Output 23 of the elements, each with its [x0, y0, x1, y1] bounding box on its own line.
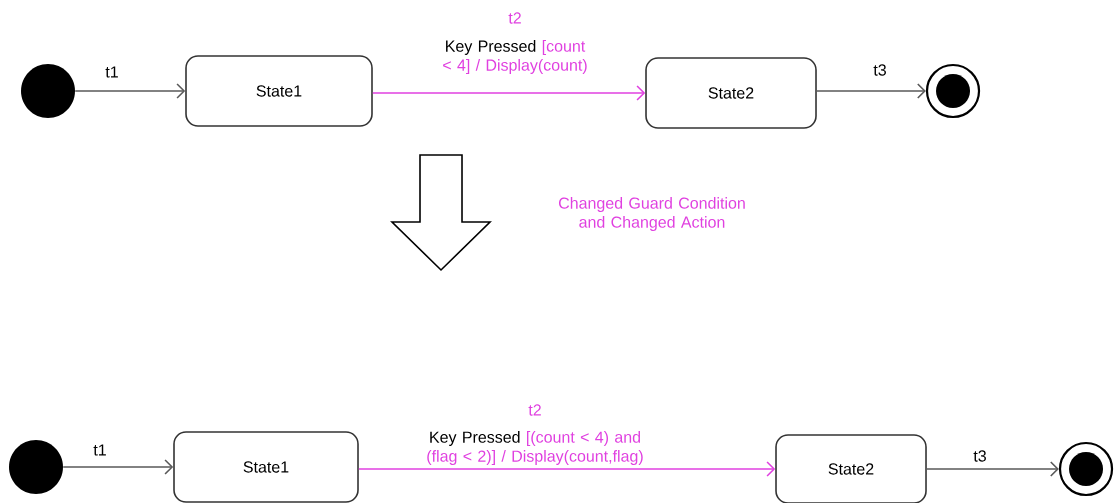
edge-label: t1	[93, 444, 106, 456]
arrow	[816, 83, 926, 99]
guard-action-label: Key Pressed [count < 4] / Display(count)	[443, 40, 587, 74]
edge-label: t1	[105, 66, 118, 78]
initial-state	[9, 440, 63, 494]
edge-label: t2	[528, 404, 541, 416]
final-state	[1058, 441, 1114, 497]
state-box: State2	[645, 57, 817, 129]
state-box: State2	[775, 434, 927, 503]
arrow	[372, 85, 646, 101]
change-note: Changed Guard Condition and Changed Action	[559, 197, 745, 231]
edge-label: t3	[873, 64, 886, 76]
arrow	[62, 459, 174, 475]
edge-label: t3	[973, 450, 986, 462]
arrow	[74, 83, 186, 99]
arrow	[358, 461, 776, 477]
state-box: State1	[173, 431, 359, 503]
guard-action-label: Key Pressed [(count < 4) and (flag < 2)] / Display(count,flag)	[427, 431, 643, 465]
state-box: State1	[185, 55, 373, 127]
initial-state	[21, 64, 75, 118]
edge-label: t2	[508, 12, 521, 24]
final-state	[925, 63, 981, 119]
arrow	[926, 461, 1059, 477]
